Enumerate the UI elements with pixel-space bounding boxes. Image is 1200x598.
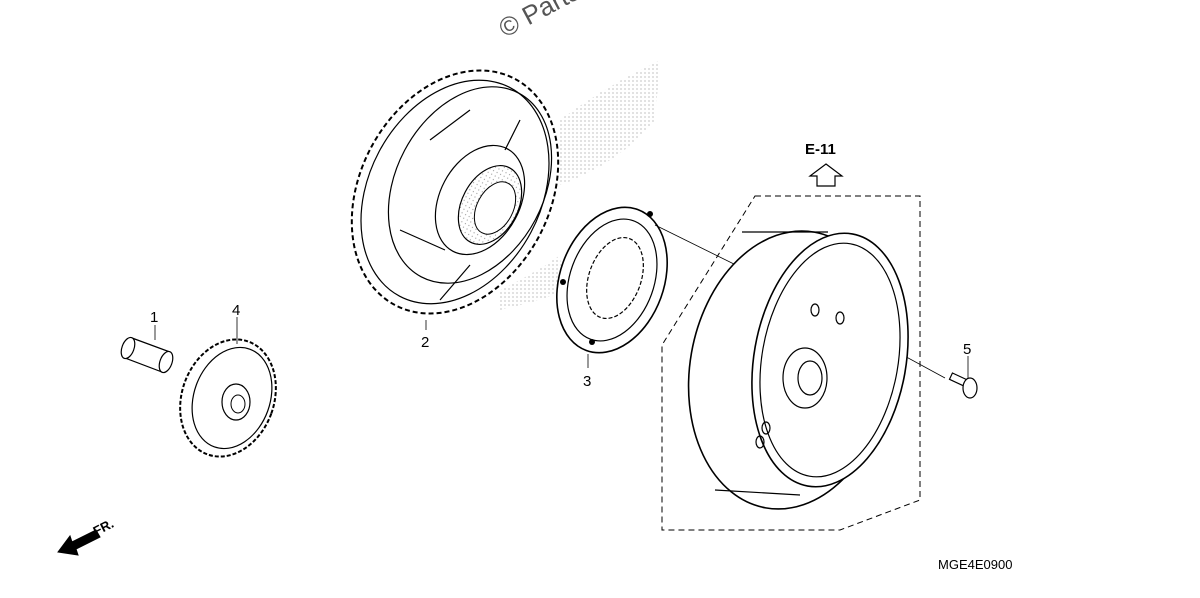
diagram-code: MGE4E0900	[938, 557, 1012, 572]
arrow-left-down-icon	[57, 529, 101, 556]
part-1-collar	[120, 336, 174, 374]
callout-1: 1	[150, 309, 158, 326]
flywheel-assembly-outline	[661, 195, 921, 531]
part-2-driven-gear	[350, 69, 560, 315]
watermark-text: © Parts	[494, 0, 585, 43]
callout-5: 5	[963, 341, 971, 358]
part-4-idle-gear	[179, 338, 277, 458]
watermark-wing	[500, 60, 660, 310]
reference-label: E-11	[805, 141, 836, 158]
callout-4: 4	[232, 302, 240, 319]
flywheel	[687, 230, 909, 510]
part-3-one-way-clutch	[556, 206, 668, 354]
arrow-up-outline-icon	[808, 163, 844, 187]
part-5-bolt	[948, 372, 978, 399]
callout-2: 2	[421, 334, 429, 351]
callout-3: 3	[583, 373, 591, 390]
